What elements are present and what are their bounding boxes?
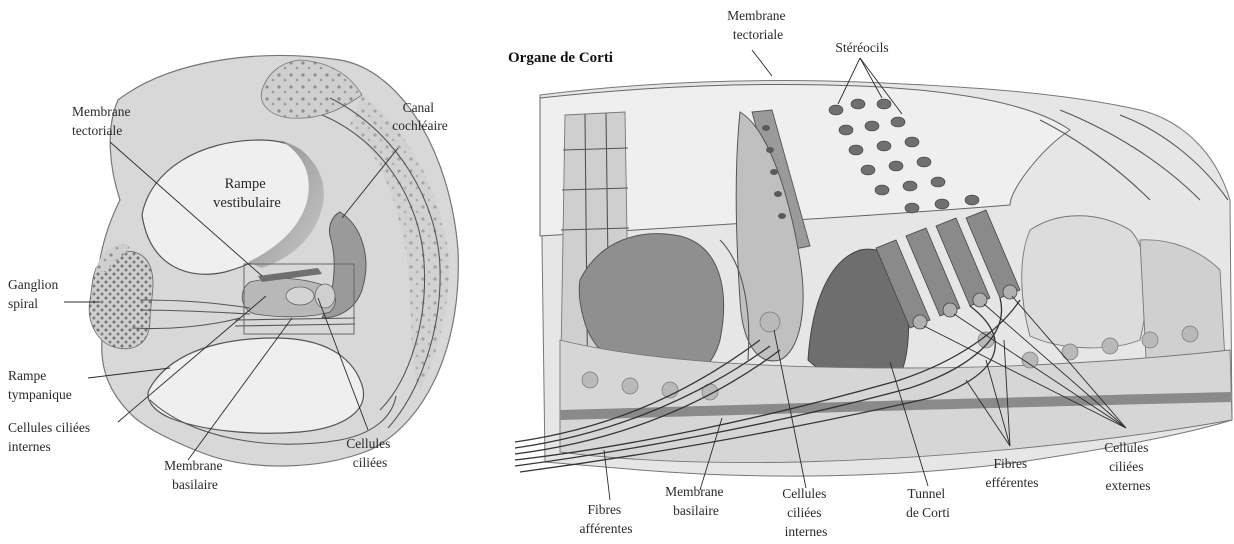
label-membrane-basilaire-right: Membrane basilaire: [665, 484, 727, 518]
label-tunnel-de-corti: Tunnel de Corti: [906, 486, 950, 520]
label-membrane-tectoriale-right: Membrane tectoriale: [727, 8, 789, 42]
label-cellules-ciliees-internes-left: Cellules ciliées internes: [8, 420, 93, 454]
label-cellules-ciliees-internes-right: Cellules ciliées internes: [782, 486, 830, 539]
organ-of-corti-detail: [515, 81, 1232, 477]
label-fibres-efferentes: Fibres efférentes: [986, 456, 1039, 490]
label-ganglion-spiral: Ganglion spiral: [8, 277, 62, 311]
label-membrane-basilaire-left: Membrane basilaire: [164, 458, 226, 492]
label-rampe-tympanique: Rampe tympanique: [8, 368, 72, 402]
panel-title: Organe de Corti: [508, 50, 613, 66]
label-stereocils: Stéréocils: [835, 40, 888, 55]
label-fibres-afferentes: Fibres afférentes: [580, 502, 633, 536]
label-cellules-ciliees-externes: Cellules ciliées externes: [1104, 440, 1152, 493]
